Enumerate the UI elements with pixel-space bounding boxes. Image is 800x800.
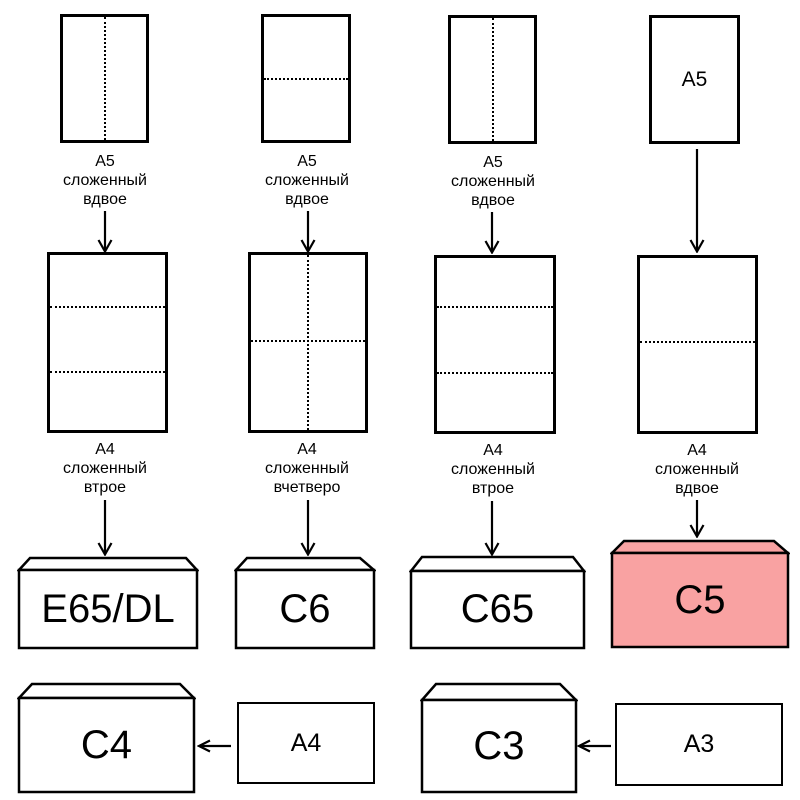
caption-line: А5 bbox=[95, 153, 115, 170]
caption-line: втрое bbox=[83, 479, 127, 496]
arrow-down-icon bbox=[97, 211, 113, 253]
a4-paper-fold-thirds-1 bbox=[47, 252, 168, 433]
fold-line-horizontal bbox=[437, 306, 553, 309]
caption-a4-col4: А4 сложенный вдвое bbox=[627, 441, 767, 498]
fold-line-vertical bbox=[307, 255, 309, 430]
envelope-shape bbox=[409, 555, 586, 650]
caption-a5-col2: А5 сложенный вдвое bbox=[237, 152, 377, 209]
a4-paper-fold-half bbox=[637, 255, 758, 434]
a4-paper-fold-quarters bbox=[248, 252, 368, 433]
arrow-down-icon bbox=[484, 212, 500, 254]
fold-line-vertical bbox=[103, 17, 106, 140]
caption-line: А4 bbox=[483, 442, 503, 459]
envelope-label: E65/DL bbox=[41, 586, 175, 631]
caption-line: вдвое bbox=[675, 480, 719, 497]
a5-paper-fold-vertical-2 bbox=[448, 15, 537, 144]
envelope-shape bbox=[17, 556, 199, 650]
caption-line: А4 bbox=[95, 441, 115, 458]
caption-a5-col3: А5 сложенный вдвое bbox=[423, 153, 563, 210]
envelope-label: C5 bbox=[674, 578, 726, 622]
envelope-e65dl: E65/DL bbox=[17, 556, 199, 650]
arrow-down-icon bbox=[300, 500, 316, 556]
caption-line: сложенный bbox=[63, 460, 147, 477]
a5-paper-label: А5 bbox=[681, 67, 708, 91]
caption-line: вдвое bbox=[285, 191, 329, 208]
caption-line: вчетверо bbox=[273, 479, 341, 496]
envelope-shape bbox=[234, 556, 376, 650]
envelope-label: C4 bbox=[80, 722, 133, 767]
envelope-shape bbox=[17, 682, 196, 794]
envelope-shape bbox=[610, 539, 790, 649]
envelope-label: C65 bbox=[460, 587, 535, 631]
source-paper-label: А3 bbox=[683, 730, 715, 758]
arrow-down-icon bbox=[484, 501, 500, 556]
fold-line-horizontal bbox=[50, 370, 165, 373]
arrow-left-icon bbox=[577, 739, 611, 753]
a3-source-paper: А3 bbox=[615, 703, 783, 786]
a5-paper-fold-horizontal bbox=[261, 14, 351, 143]
caption-line: А5 bbox=[483, 154, 503, 171]
caption-a4-col1: А4 сложенный втрое bbox=[35, 440, 175, 497]
caption-line: вдвое bbox=[83, 191, 127, 208]
fold-line-horizontal bbox=[437, 372, 553, 375]
caption-line: сложенный bbox=[451, 461, 535, 478]
envelope-c3: C3 bbox=[420, 682, 578, 794]
caption-line: сложенный bbox=[63, 172, 147, 189]
source-paper-label: А4 bbox=[290, 728, 322, 757]
arrow-down-icon bbox=[97, 500, 113, 556]
caption-line: сложенный bbox=[265, 460, 349, 477]
caption-line: втрое bbox=[471, 480, 515, 497]
caption-a5-col1: А5 сложенный вдвое bbox=[35, 152, 175, 209]
arrow-down-icon bbox=[300, 211, 316, 253]
caption-a4-col3: А4 сложенный втрое bbox=[423, 441, 563, 498]
a5-paper-fold-vertical-1 bbox=[60, 14, 149, 143]
envelope-c65: C65 bbox=[409, 555, 586, 650]
envelope-label: C6 bbox=[279, 586, 331, 631]
envelope-shape bbox=[420, 682, 578, 794]
fold-line-horizontal bbox=[251, 339, 365, 342]
envelope-c6: C6 bbox=[234, 556, 376, 650]
fold-line-horizontal bbox=[264, 77, 348, 80]
arrow-down-icon bbox=[689, 500, 705, 538]
caption-a4-col2: А4 сложенный вчетверо bbox=[237, 440, 377, 497]
caption-line: А4 bbox=[687, 442, 707, 459]
caption-line: А4 bbox=[297, 441, 317, 458]
caption-line: сложенный bbox=[655, 461, 739, 478]
a5-paper-plain: А5 bbox=[649, 15, 740, 144]
arrow-down-icon bbox=[689, 149, 705, 253]
caption-line: сложенный bbox=[451, 173, 535, 190]
caption-line: вдвое bbox=[471, 192, 515, 209]
fold-line-horizontal bbox=[640, 341, 755, 344]
caption-line: А5 bbox=[297, 153, 317, 170]
envelope-c4: C4 bbox=[17, 682, 196, 794]
fold-line-horizontal bbox=[50, 305, 165, 308]
arrow-left-icon bbox=[197, 739, 231, 753]
envelope-label: C3 bbox=[473, 723, 525, 768]
a4-source-paper: А4 bbox=[237, 702, 375, 784]
fold-line-vertical bbox=[491, 18, 494, 141]
envelope-c5-highlighted: C5 bbox=[610, 539, 790, 650]
a4-paper-fold-thirds-2 bbox=[434, 255, 556, 434]
caption-line: сложенный bbox=[265, 172, 349, 189]
